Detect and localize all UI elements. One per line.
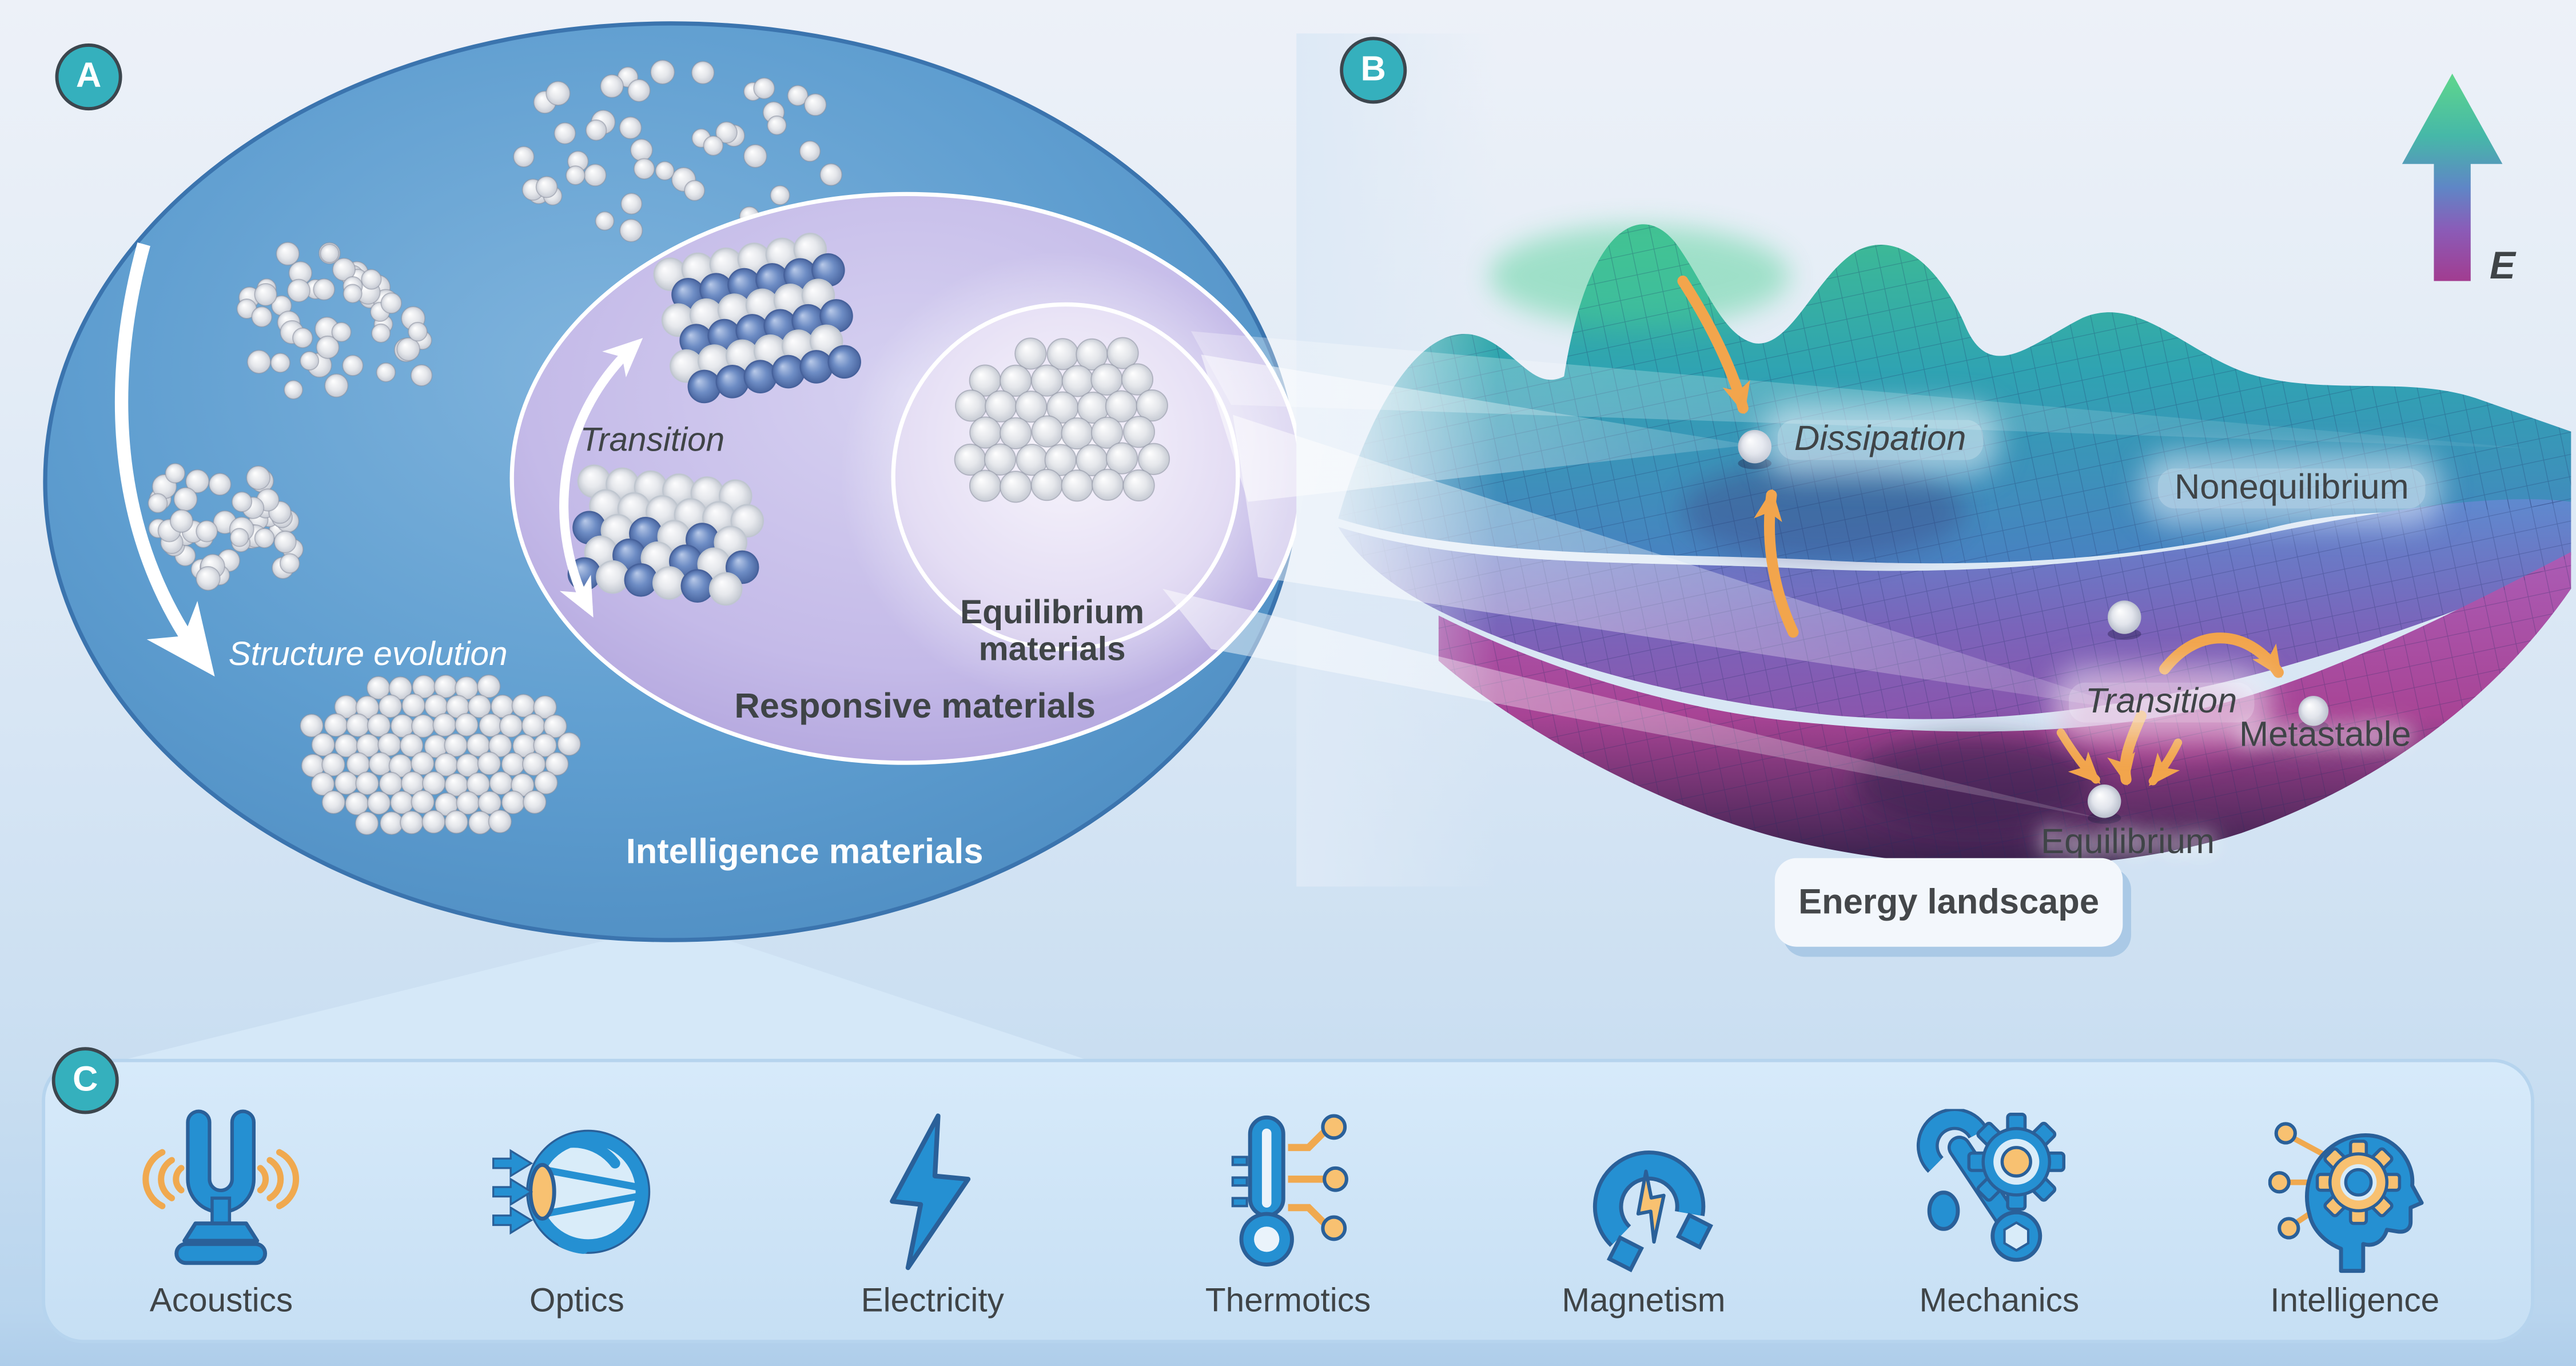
gear-wrench-icon [1917,1109,2066,1262]
transition-b-label: Transition [2068,682,2254,723]
structure-evolution-arrow [114,242,215,677]
magnetism-label: Magnetism [1562,1283,1726,1320]
particle-cluster-liquid-1 [236,242,433,400]
c-item-thermotics: Thermotics [1110,1064,1466,1339]
c-item-acoustics: Acoustics [43,1064,399,1339]
panel-c-band [42,1058,2534,1344]
energy-axis-label: E [2489,243,2515,287]
head-gear-icon [2268,1122,2423,1273]
dissipation-label: Dissipation [1777,420,1983,460]
c-item-mechanics: Mechanics [1821,1064,2177,1339]
electricity-label: Electricity [861,1283,1004,1320]
panel-b-badge: B [1340,37,1407,104]
responsive-materials-label: Responsive materials [734,687,1096,726]
panel-c-badge: C [51,1047,119,1114]
intelligence-label: Intelligence [2270,1283,2440,1320]
equilibrium-materials-label: Equilibrium materials [960,595,1144,670]
magnet-icon [1592,1150,1713,1273]
transition-double-arrow [559,338,643,618]
c-item-magnetism: Magnetism [1466,1064,1822,1339]
nonequilibrium-label: Nonequilibrium [2157,468,2426,509]
c-item-electricity: Electricity [755,1064,1110,1339]
particle-cluster-crystal [300,674,581,835]
funnel-connector [73,931,1124,1073]
panel-c-letter: C [72,1060,98,1099]
acoustics-label: Acoustics [149,1283,293,1320]
eye-icon [492,1129,650,1254]
energy-axis-arrow [2402,73,2503,281]
metastable-label: Metastable [2239,716,2411,755]
mechanics-label: Mechanics [1919,1283,2080,1320]
lightning-icon [890,1113,972,1271]
particle-cluster-equilibrium [954,337,1170,503]
intelligence-materials-label: Intelligence materials [626,833,984,872]
energy-landscape-box: Energy landscape [1774,858,2123,947]
thermotics-label: Thermotics [1205,1283,1371,1320]
equilibrium-b-label: Equilibrium [2041,823,2215,862]
particle-cluster-liquid-2 [148,463,304,591]
landscape-arrows [1677,275,2284,786]
energy-landscape-label: Energy landscape [1798,882,2100,921]
tuning-fork-icon [143,1109,300,1265]
panel-c-items: Acoustics Optics Electricity [43,1064,2533,1339]
panel-a-badge: A [55,43,122,111]
panel-a-letter: A [75,57,102,95]
structure-evolution-label: Structure evolution [228,636,508,674]
state-balls [1738,429,2329,824]
c-item-optics: Optics [399,1064,755,1339]
c-item-intelligence: Intelligence [2177,1064,2533,1339]
thermometer-circuit-icon [1231,1114,1348,1267]
crystal-cube-upper [653,233,861,404]
optics-label: Optics [529,1283,624,1320]
transition-a-label: Transition [580,422,725,460]
panel-b-letter: B [1360,50,1386,89]
